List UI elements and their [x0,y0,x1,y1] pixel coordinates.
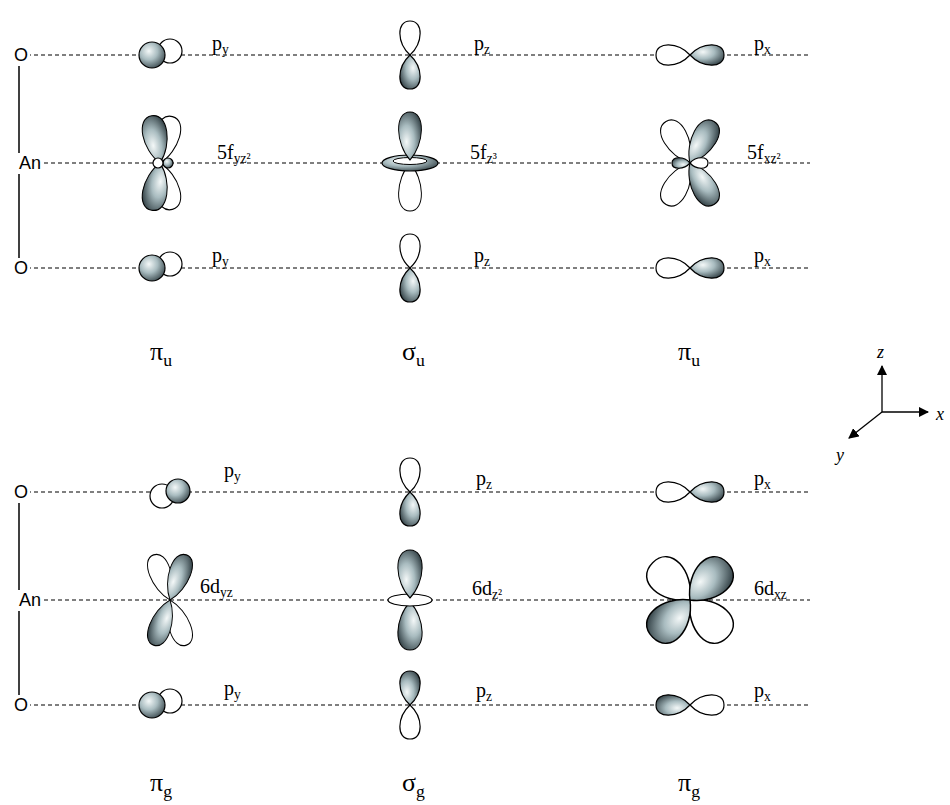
orbital-label: 6dz² [470,578,504,598]
symmetry-label: πu [148,339,174,365]
atom-label: An [17,154,43,172]
f-orbital [140,112,725,213]
orbital-label: py [210,245,231,265]
orbital-label: py [210,33,231,53]
p-orbital [139,21,724,302]
orbital-label: 6dxz [752,578,789,598]
atom-label: O [12,483,30,501]
atom-label: O [12,696,30,714]
label-subscript: u [163,350,172,370]
orbital-label: 5fz³ [468,142,499,162]
label-subscript: y [222,42,229,57]
orbital-label: pz [472,33,492,53]
label-subscript: g [163,781,172,801]
label-base: p [476,679,486,701]
label-subscript: y [234,687,241,702]
symmetry-label: πg [148,770,174,796]
label-base: p [754,244,764,266]
p-orbital [139,458,724,739]
label-base: p [754,679,764,701]
dashed-axis [27,55,810,705]
label-base: π [678,337,691,366]
label-subscript: u [691,350,700,370]
orbital-label: px [752,680,773,700]
label-subscript: z [484,42,490,57]
label-subscript: z³ [487,151,497,166]
label-subscript: u [416,350,425,370]
axis-label: y [834,446,846,464]
label-base: π [678,768,691,797]
label-base: p [754,32,764,54]
label-subscript: y [222,254,229,269]
symmetry-label: πg [676,770,702,796]
d-orbital [144,550,741,651]
orbital-label: pz [474,680,494,700]
coordinate-axes [849,366,928,438]
label-base: 6d [472,577,492,599]
symmetry-label: σg [400,770,427,796]
orbital-label: py [222,460,243,480]
axis-label: z [875,343,886,361]
label-subscript: x [764,477,771,492]
atom-label: An [17,591,43,609]
orbital-label: py [222,678,243,698]
label-base: p [474,244,484,266]
atom-label: O [12,46,30,64]
orbital-label: 5fxz² [745,142,783,162]
label-subscript: x [764,42,771,57]
label-base: 5f [470,141,487,163]
orbital-label: 5fyz² [215,142,253,162]
atom-label: O [12,259,30,277]
label-subscript: z [486,477,492,492]
label-base: 6d [754,577,774,599]
orbital-label: pz [472,245,492,265]
label-base: p [212,32,222,54]
orbital-label: px [752,468,773,488]
axis-label: x [934,405,946,423]
label-subscript: yz [220,585,233,600]
symmetry-label: πu [676,339,702,365]
label-subscript: yz² [234,151,251,166]
label-base: 5f [747,141,764,163]
label-subscript: g [691,781,700,801]
label-base: p [474,32,484,54]
label-base: p [754,467,764,489]
label-subscript: y [234,469,241,484]
label-base: p [224,459,234,481]
symmetry-label: σu [400,339,427,365]
label-base: p [476,467,486,489]
orbital-label: px [752,245,773,265]
label-subscript: z² [492,587,502,602]
label-base: σ [402,337,416,366]
label-base: 5f [217,141,234,163]
label-base: p [212,244,222,266]
orbital-label: px [752,33,773,53]
label-subscript: xz [774,587,787,602]
label-base: π [150,337,163,366]
label-base: π [150,768,163,797]
orbital-label: pz [474,468,494,488]
orbital-label: 6dyz [198,576,235,596]
label-subscript: x [764,254,771,269]
label-base: 6d [200,575,220,597]
label-subscript: x [764,689,771,704]
label-subscript: z [486,689,492,704]
label-subscript: xz² [764,151,781,166]
label-subscript: g [416,781,425,801]
label-base: p [224,677,234,699]
label-base: σ [402,768,416,797]
label-subscript: z [484,254,490,269]
